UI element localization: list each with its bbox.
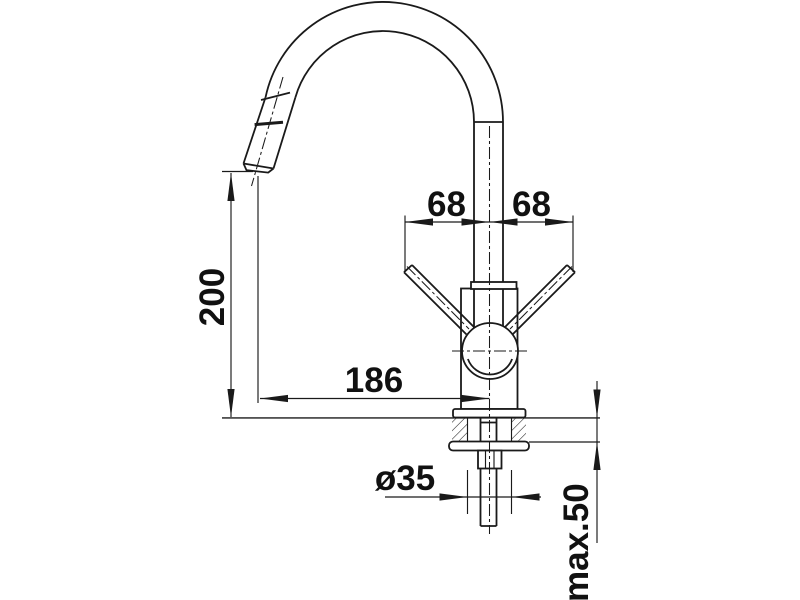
spray-head-sides xyxy=(242,96,297,169)
threaded-shank xyxy=(479,417,498,442)
right-handle xyxy=(504,264,576,336)
dim-label-35: ø35 xyxy=(375,459,435,498)
gooseneck-outer-arc xyxy=(264,1,504,123)
spout-pipe-inner xyxy=(473,288,504,330)
dim-arrow-35-right xyxy=(511,493,540,501)
spray-head-centerline xyxy=(250,76,284,187)
dimension-spout-height: 200 xyxy=(193,170,253,417)
spray-head-ring-upper xyxy=(260,91,291,101)
dimension-hole-diameter: ø35 xyxy=(375,459,541,514)
spout-pipe xyxy=(473,121,504,282)
dim-arrow-68-center-right xyxy=(489,218,518,226)
tap-hole-edges xyxy=(466,418,513,442)
gooseneck-inner-arc xyxy=(294,30,475,123)
spray-head xyxy=(242,91,297,174)
spray-head-face xyxy=(243,162,274,170)
dim-label-50: max.50 xyxy=(557,483,596,600)
dimension-handle-span: 68 68 xyxy=(404,185,574,272)
dim-label-68-right: 68 xyxy=(512,185,551,224)
spout-collar xyxy=(470,281,518,290)
fixing-nut-facets xyxy=(484,450,495,469)
dim-label-200: 200 xyxy=(193,268,232,326)
dimension-deck-thickness: max.50 xyxy=(557,381,601,600)
dim-arrow-186-right xyxy=(461,394,490,403)
dim-ext-35 xyxy=(466,470,513,514)
dim-arrow-200-bottom xyxy=(227,389,235,417)
right-handle-centerline xyxy=(509,266,573,330)
right-handle-lever xyxy=(504,264,576,336)
dim-label-68-left: 68 xyxy=(427,185,466,224)
faucet-outline xyxy=(222,1,600,527)
dim-label-186: 186 xyxy=(345,361,403,400)
dim-arrow-35-left xyxy=(439,493,468,501)
spray-head-ring-lower xyxy=(254,120,284,127)
dim-arrow-68-outer-left xyxy=(405,218,433,226)
centerlines xyxy=(250,76,573,534)
dim-arrow-50-bottom xyxy=(593,442,601,470)
countertop-hatch-left xyxy=(452,418,468,442)
dim-arrow-186-left xyxy=(260,394,288,403)
spray-head-nozzle xyxy=(242,163,275,174)
dim-arrow-68-outer-right xyxy=(545,218,573,226)
dim-arrow-50-top xyxy=(593,389,601,418)
left-handle-centerline xyxy=(406,266,470,330)
dim-arrow-68-center-left xyxy=(461,218,490,226)
dim-arrow-200-top xyxy=(227,173,235,201)
countertop-section xyxy=(452,418,526,442)
dim-ext-68 xyxy=(404,215,574,272)
dimension-spout-reach: 186 xyxy=(257,176,490,403)
countertop-hatch-right xyxy=(511,418,526,442)
